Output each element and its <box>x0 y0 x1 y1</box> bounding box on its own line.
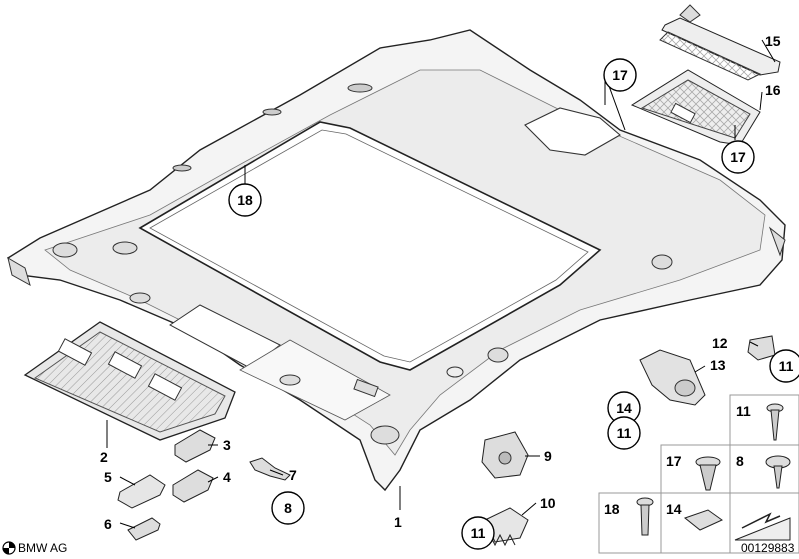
part-6-bracket <box>127 517 161 541</box>
grid-label-17: 17 <box>666 453 682 469</box>
callout-label-14: 14 <box>616 400 632 416</box>
part-label-15: 15 <box>765 33 781 49</box>
part-label-13: 13 <box>710 357 726 373</box>
rear-trim-panel-15 <box>659 4 781 81</box>
callout-label-8: 8 <box>284 500 292 516</box>
callout-label-11-b: 11 <box>779 358 794 374</box>
callout-label-11-c: 11 <box>471 525 486 541</box>
part-12-clip <box>747 335 776 361</box>
part-7-clip <box>249 457 291 481</box>
callout-label-18: 18 <box>237 192 253 208</box>
roof-console-2 <box>23 321 236 441</box>
grid-label-11: 11 <box>736 403 751 419</box>
part-13-handle <box>639 349 706 406</box>
part-label-5: 5 <box>104 469 112 485</box>
part-label-6: 6 <box>104 516 112 532</box>
part-9-grab <box>481 431 529 479</box>
expansion-rivet-icon <box>695 456 721 491</box>
grid-label-14: 14 <box>666 501 682 517</box>
callout-circles <box>228 58 799 550</box>
push-pin-icon <box>636 497 654 536</box>
callout-label-11-a: 11 <box>617 425 632 441</box>
part-label-12: 12 <box>712 335 728 351</box>
part-3-cover <box>174 429 216 463</box>
washer-screw-icon <box>765 455 791 489</box>
fastener-grid <box>598 394 799 554</box>
callout-label-17-right: 17 <box>730 149 746 165</box>
part-label-1: 1 <box>394 514 402 530</box>
headliner <box>7 29 786 492</box>
part-label-10: 10 <box>540 495 556 511</box>
part-label-7: 7 <box>289 467 297 483</box>
part-label-2: 2 <box>100 449 108 465</box>
diagram-code: 00129883 <box>741 541 795 555</box>
grid-label-18: 18 <box>604 501 620 517</box>
part-label-4: 4 <box>223 469 231 485</box>
part-5-lens <box>117 474 166 509</box>
part-label-16: 16 <box>765 82 781 98</box>
screw-icon <box>766 403 784 441</box>
arrow-icon <box>734 512 791 541</box>
part-4-cover <box>172 469 214 503</box>
bmw-logo-icon <box>2 541 16 555</box>
spring-nut-icon <box>683 509 723 531</box>
callout-label-17-top: 17 <box>612 67 628 83</box>
rear-trim-panel-16 <box>630 69 761 146</box>
brand-text: BMW AG <box>18 541 67 555</box>
part-label-9: 9 <box>544 448 552 464</box>
part-label-3: 3 <box>223 437 231 453</box>
grid-label-8: 8 <box>736 453 744 469</box>
